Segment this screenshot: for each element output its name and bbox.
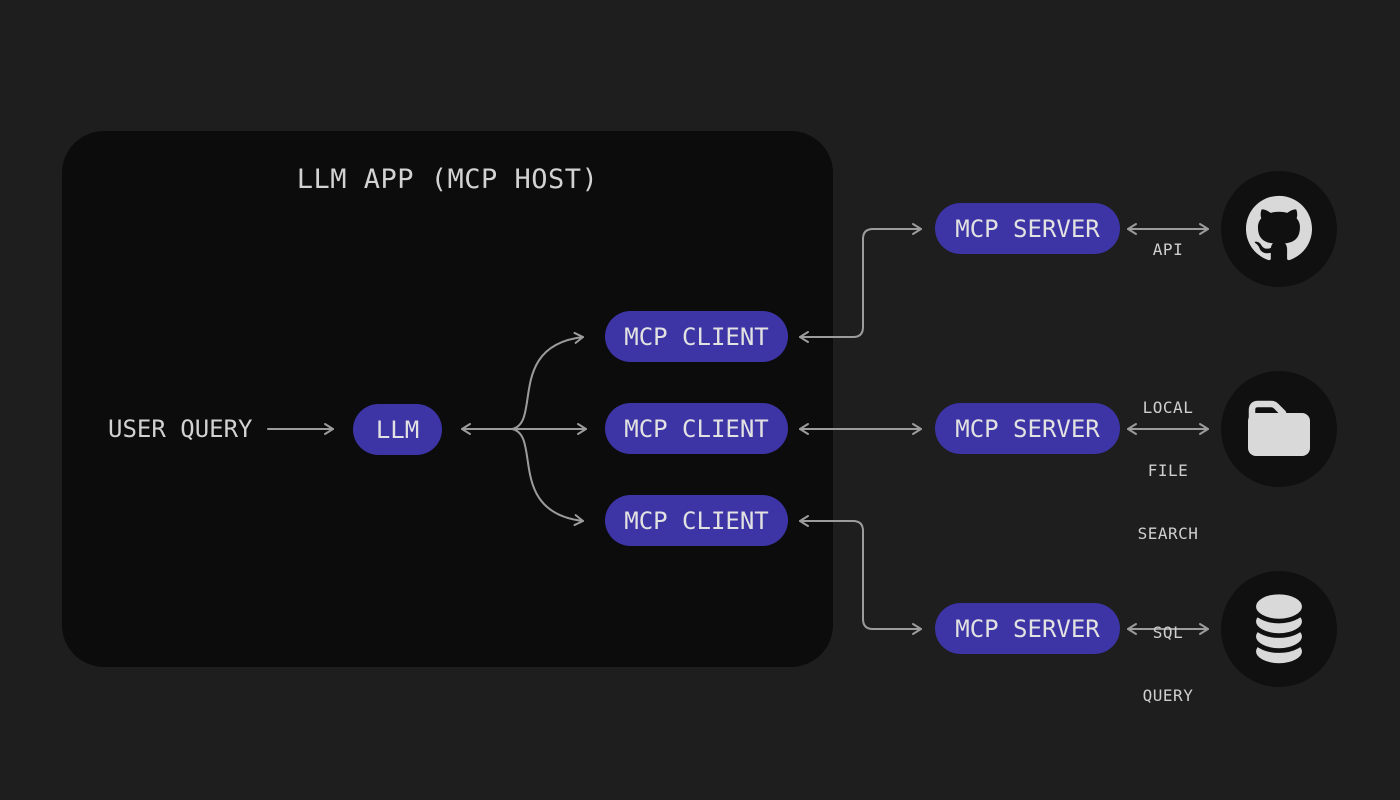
mcp-server-node-2: MCP SERVER xyxy=(935,403,1120,454)
mcp-server-node-1: MCP SERVER xyxy=(935,203,1120,254)
database-icon xyxy=(1221,571,1337,687)
llm-node: LLM xyxy=(353,404,442,455)
sql-query-link-label: SQL QUERY xyxy=(1142,623,1194,705)
mcp-client-node-2: MCP CLIENT xyxy=(605,403,788,454)
github-octocat-glyph xyxy=(1246,195,1312,261)
github-icon xyxy=(1221,171,1337,287)
mcp-server-node-3: MCP SERVER xyxy=(935,603,1120,654)
folder-glyph xyxy=(1248,400,1310,456)
host-panel-title: LLM APP (MCP HOST) xyxy=(296,164,599,195)
user-query-label: USER QUERY xyxy=(108,415,253,443)
llm-app-host-panel xyxy=(62,131,833,667)
local-file-search-link-label: LOCAL FILE SEARCH xyxy=(1137,398,1199,543)
database-glyph xyxy=(1251,589,1307,668)
api-link-label: API xyxy=(1152,240,1184,259)
folder-icon xyxy=(1221,371,1337,487)
mcp-client-node-1: MCP CLIENT xyxy=(605,311,788,362)
mcp-client-node-3: MCP CLIENT xyxy=(605,495,788,546)
